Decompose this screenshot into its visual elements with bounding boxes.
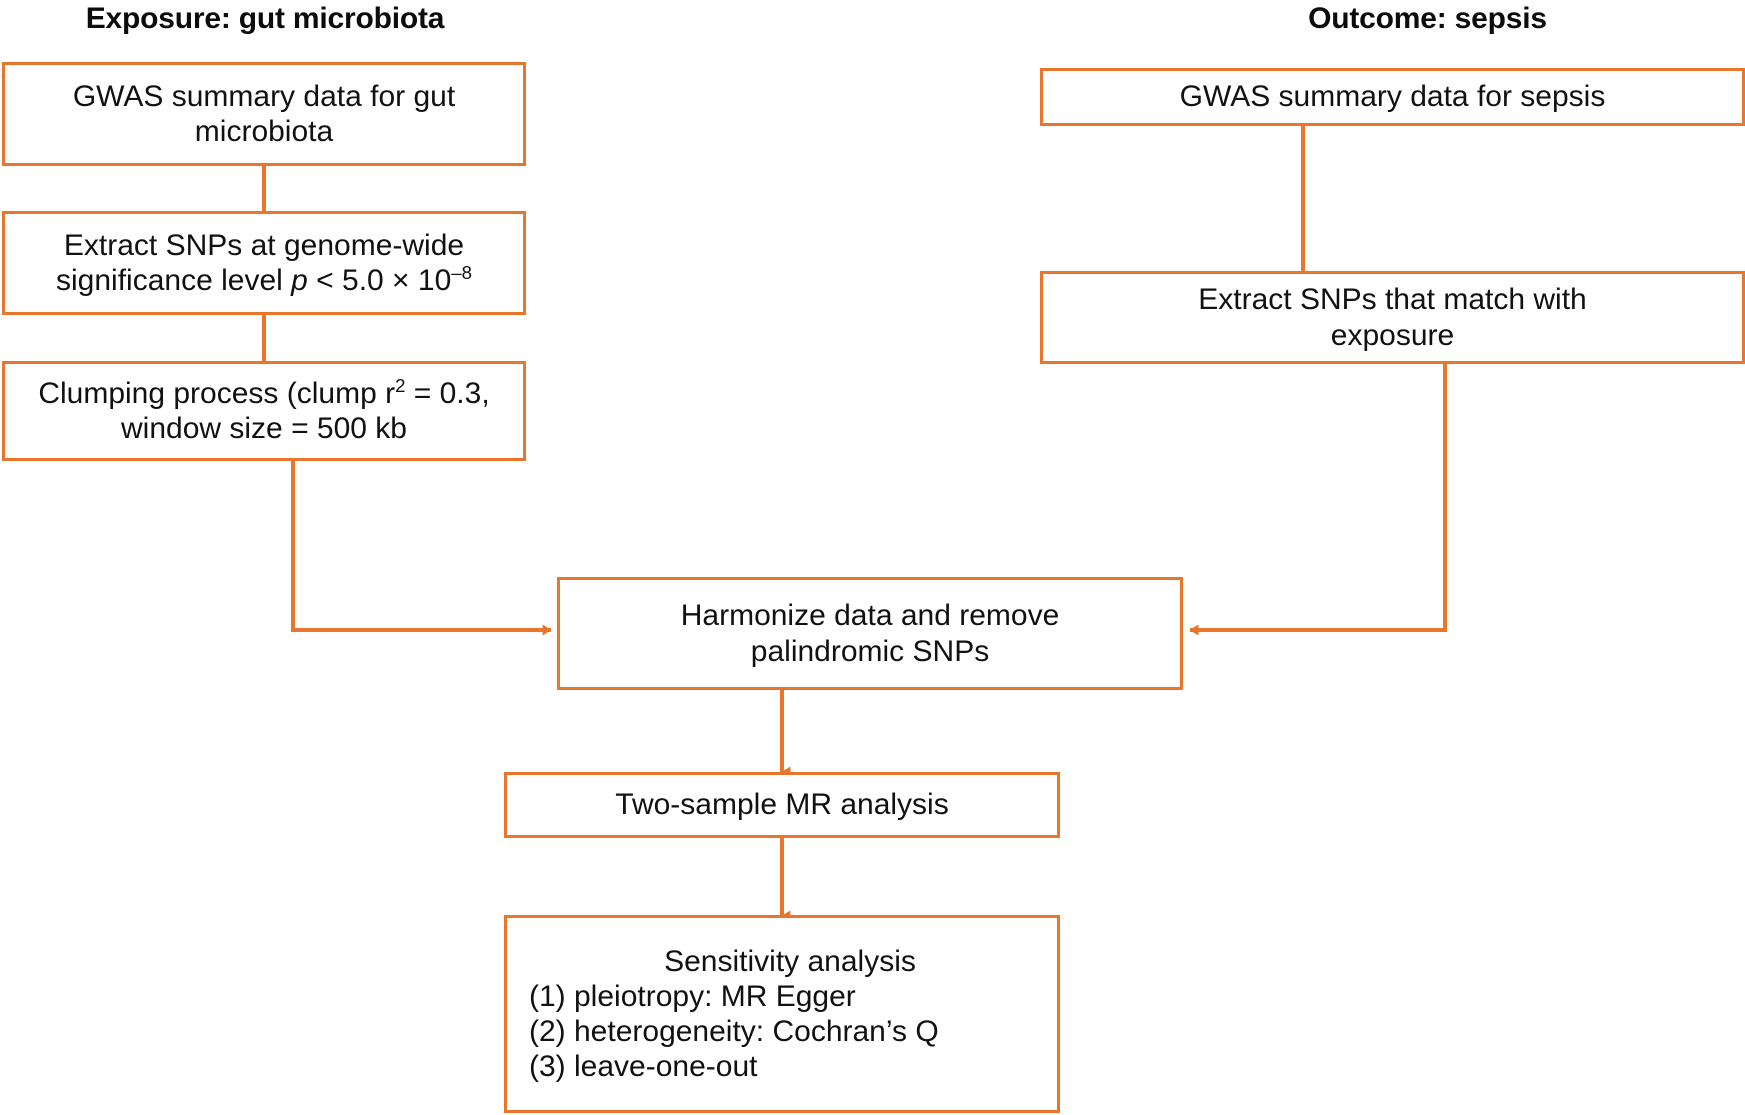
node-line-clump-params: Clumping process (clump r2 = 0.3, bbox=[38, 376, 489, 411]
clump-prefix: Clumping process (clump r bbox=[38, 376, 396, 410]
node-line: exposure bbox=[1330, 318, 1455, 352]
p-value-symbol: p bbox=[291, 264, 308, 297]
significance-prefix: significance level bbox=[56, 264, 292, 297]
node-line-significance: significance level p < 5.0 × 10–8 bbox=[56, 263, 472, 298]
node-line: Harmonize data and remove bbox=[680, 599, 1060, 633]
node-line: GWAS summary data for sepsis bbox=[1179, 80, 1606, 114]
node-extract-snps-match-exposure[interactable]: Extract SNPs that match with exposure bbox=[1040, 271, 1745, 364]
clump-value: = 0.3, bbox=[405, 376, 490, 410]
node-clumping-process[interactable]: Clumping process (clump r2 = 0.3, window… bbox=[2, 361, 526, 461]
r-squared-exponent: 2 bbox=[395, 374, 406, 396]
node-line: Extract SNPs at genome-wide bbox=[63, 228, 465, 262]
significance-value: < 5.0 × 10 bbox=[307, 264, 452, 297]
wire-extract-match-to-harmonize bbox=[1189, 363, 1447, 636]
node-harmonize-data[interactable]: Harmonize data and remove palindromic SN… bbox=[557, 577, 1183, 690]
column-header-outcome: Outcome: sepsis bbox=[1308, 2, 1547, 35]
node-line-leave-one-out: (3) leave-one-out bbox=[529, 1050, 758, 1084]
node-line: palindromic SNPs bbox=[750, 634, 990, 668]
node-gwas-summary-data-gut-microbiota[interactable]: GWAS summary data for gut microbiota bbox=[2, 62, 526, 166]
node-line-pleiotropy: (1) pleiotropy: MR Egger bbox=[529, 979, 856, 1013]
column-header-exposure: Exposure: gut microbiota bbox=[85, 2, 445, 35]
node-line: Two-sample MR analysis bbox=[615, 788, 949, 822]
wire-clumping-to-harmonize bbox=[291, 460, 552, 636]
node-line-heterogeneity: (2) heterogeneity: Cochran’s Q bbox=[529, 1015, 939, 1048]
exponent: –8 bbox=[451, 262, 472, 283]
node-sensitivity-analysis[interactable]: Sensitivity analysis (1) pleiotropy: MR … bbox=[504, 915, 1060, 1113]
node-line: Extract SNPs that match with bbox=[1198, 283, 1587, 317]
node-two-sample-mr-analysis[interactable]: Two-sample MR analysis bbox=[504, 772, 1060, 838]
node-line: GWAS summary data for gut bbox=[72, 79, 456, 113]
node-gwas-summary-data-sepsis[interactable]: GWAS summary data for sepsis bbox=[1040, 68, 1745, 126]
node-line: microbiota bbox=[194, 115, 334, 148]
node-line: window size = 500 kb bbox=[121, 412, 407, 445]
node-line-title: Sensitivity analysis bbox=[664, 944, 916, 978]
node-extract-snps-significance[interactable]: Extract SNPs at genome-wide significance… bbox=[2, 211, 526, 315]
